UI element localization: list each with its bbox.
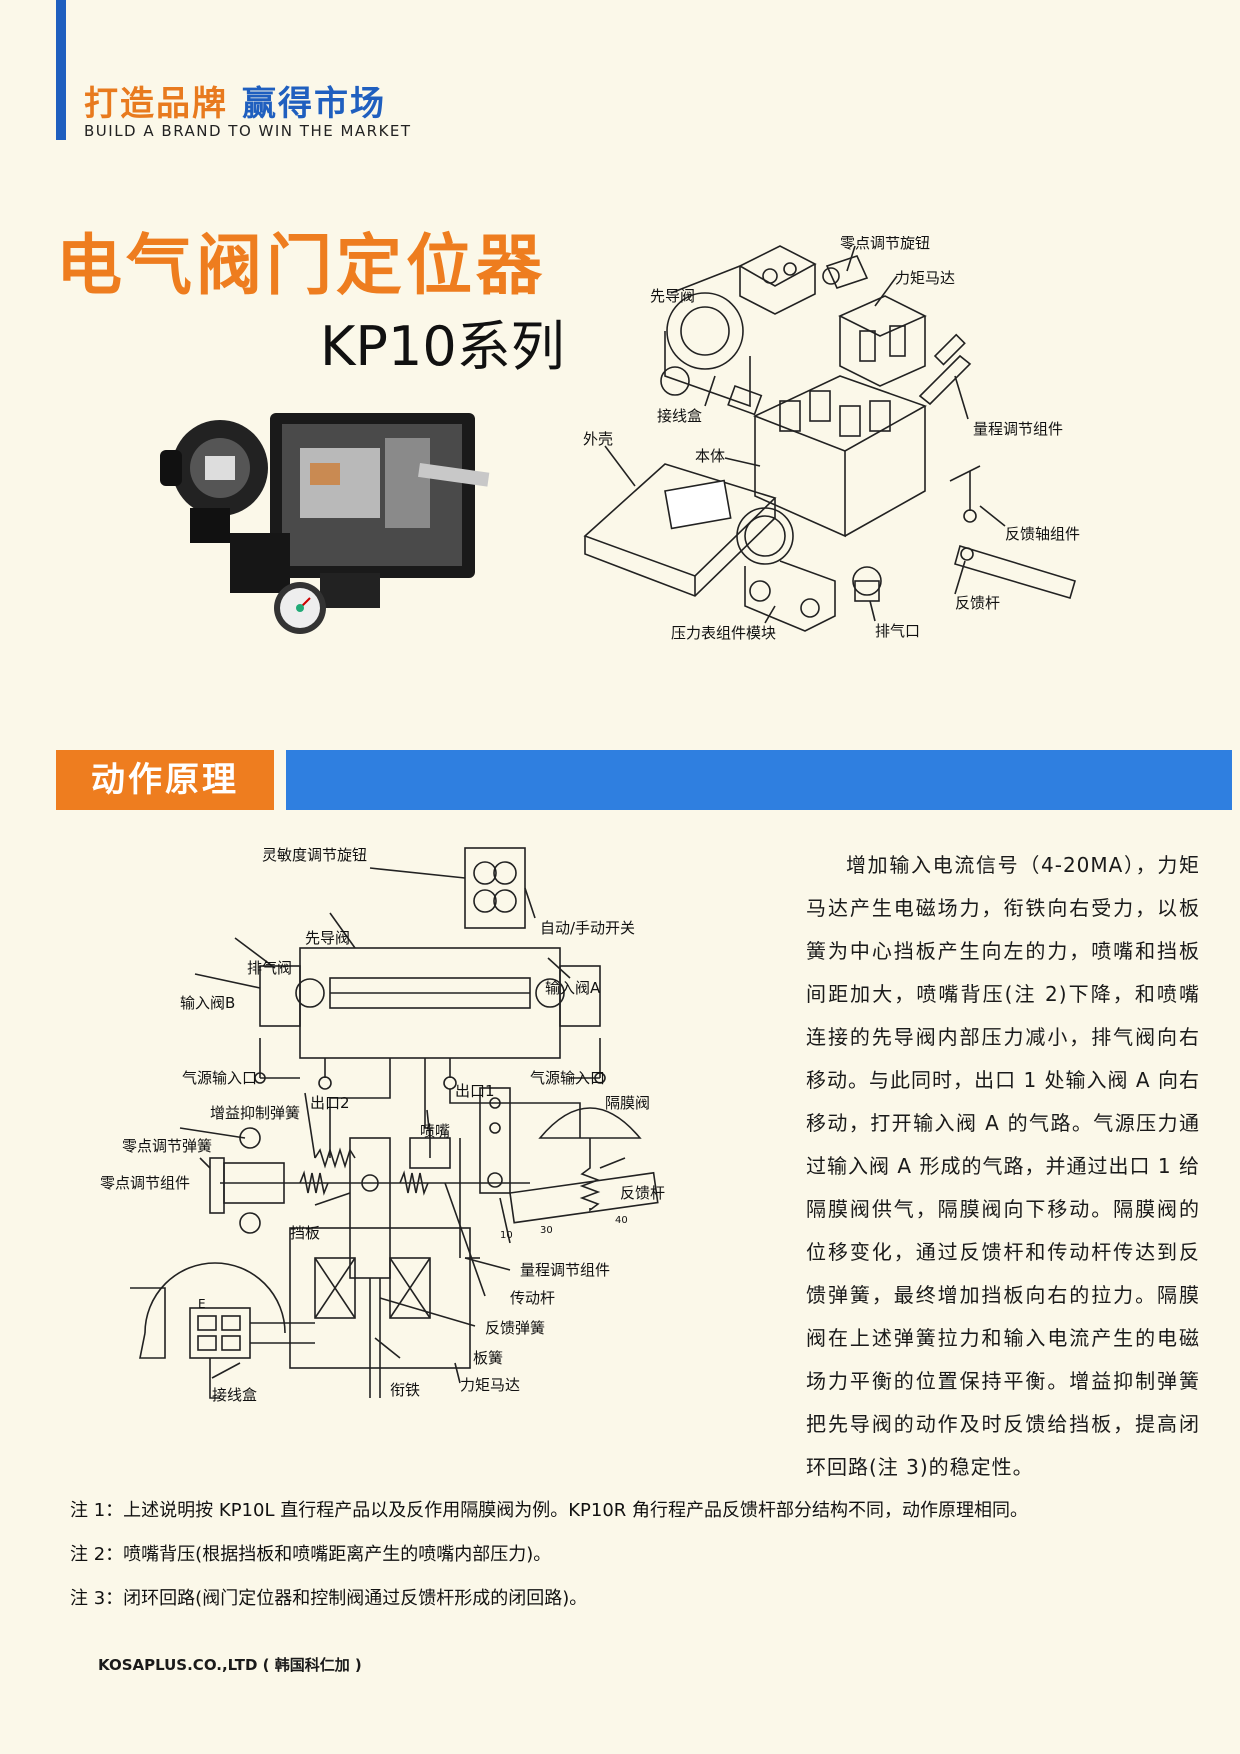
- company-footer: KOSAPLUS.CO.,LTD ( 韩国科仁加 ): [98, 1656, 362, 1674]
- principle-description: 增加输入电流信号（4-20MA），力矩马达产生电磁场力，衔铁向右受力，以板簧为中…: [806, 853, 1200, 1479]
- label-terminal-e: E: [198, 1297, 206, 1311]
- scale-tick-10: 10: [500, 1230, 513, 1241]
- label-pilot-valve: 先导阀: [305, 929, 350, 947]
- label-outlet-1: 出口1: [455, 1082, 495, 1100]
- pilot-valve-shape: [738, 245, 817, 287]
- label-drive-rod: 传动杆: [510, 1289, 555, 1307]
- note-1: 注 1：上述说明按 KP10L 直行程产品以及反作用隔膜阀为例。KP10R 角行…: [70, 1500, 1028, 1521]
- label-torque-motor: 力矩马达: [460, 1376, 520, 1394]
- label-sensitivity-knob: 灵敏度调节旋钮: [262, 846, 367, 864]
- label-range-assembly: 量程调节组件: [520, 1261, 610, 1279]
- feedback-lever-shape: [954, 544, 1076, 599]
- page-title: 电气阀门定位器: [56, 227, 546, 304]
- label-body: 本体: [695, 447, 725, 465]
- label-air-in-left: 气源输入口: [182, 1069, 257, 1087]
- label-pilot-valve: 先导阀: [650, 287, 695, 305]
- label-outlet-2: 出口2: [310, 1094, 350, 1112]
- slogan-english: BUILD A BRAND TO WIN THE MARKET: [84, 122, 412, 140]
- product-series: KP10系列: [320, 315, 565, 378]
- label-gain-spring: 增益抑制弹簧: [210, 1104, 300, 1122]
- label-torque-motor: 力矩马达: [895, 269, 955, 287]
- label-feedback-lever: 反馈杆: [620, 1184, 665, 1202]
- label-flapper: 挡板: [290, 1224, 320, 1242]
- section-bar: [286, 750, 1232, 810]
- scale-tick-30: 30: [540, 1225, 553, 1236]
- label-diaphragm: 隔膜阀: [605, 1094, 650, 1112]
- product-photo: [160, 413, 490, 634]
- label-cover: 外壳: [583, 430, 613, 448]
- slogan-part-1: 打造品牌: [84, 84, 228, 124]
- torque-motor-shape: [838, 295, 927, 337]
- label-zero-spring: 零点调节弹簧: [122, 1137, 212, 1155]
- slogan-chinese: 打造品牌赢得市场: [84, 76, 386, 125]
- label-zero-assembly: 零点调节组件: [100, 1174, 190, 1192]
- label-leaf-spring: 板簧: [473, 1349, 503, 1367]
- label-auto-manual: 自动/手动开关: [540, 919, 635, 937]
- principle-diagram: 灵敏度调节旋钮 先导阀 自动/手动开关 排气阀 输入阀B 输入阀A 气源输入口 …: [100, 846, 665, 1404]
- scale-tick-40: 40: [615, 1215, 628, 1226]
- label-range-assembly: 量程调节组件: [973, 420, 1063, 438]
- label-input-valve-a: 输入阀A: [545, 979, 601, 997]
- label-feedback-spring: 反馈弹簧: [485, 1319, 545, 1337]
- label-nozzle: 喷嘴: [420, 1122, 450, 1140]
- header-accent-bar: [56, 0, 66, 140]
- label-junction-box: 接线盒: [212, 1386, 257, 1404]
- label-exhaust-port: 排气口: [875, 622, 920, 640]
- label-input-valve-b: 输入阀B: [180, 994, 235, 1012]
- label-junction-box: 接线盒: [657, 407, 702, 425]
- label-exhaust-valve: 排气阀: [247, 959, 292, 977]
- slogan-part-2: 赢得市场: [242, 84, 386, 124]
- label-gauge-module: 压力表组件模块: [671, 624, 776, 642]
- label-feedback-shaft: 反馈轴组件: [1005, 525, 1080, 543]
- label-armature: 衔铁: [390, 1381, 420, 1399]
- label-zero-knob: 零点调节旋钮: [840, 236, 930, 252]
- note-3: 注 3：闭环回路(阀门定位器和控制阀通过反馈杆形成的闭回路)。: [70, 1588, 588, 1609]
- label-air-in-right: 气源输入口: [530, 1069, 605, 1087]
- section-title: 动作原理: [56, 750, 274, 810]
- note-2: 注 2：喷嘴背压(根据挡板和喷嘴距离产生的喷嘴内部压力)。: [70, 1544, 552, 1565]
- label-feedback-lever: 反馈杆: [955, 594, 1000, 612]
- exploded-view-diagram: 零点调节旋钮 先导阀 力矩马达 接线盒 量程调节组件 外壳 本体 反馈轴组件 反…: [583, 236, 1080, 642]
